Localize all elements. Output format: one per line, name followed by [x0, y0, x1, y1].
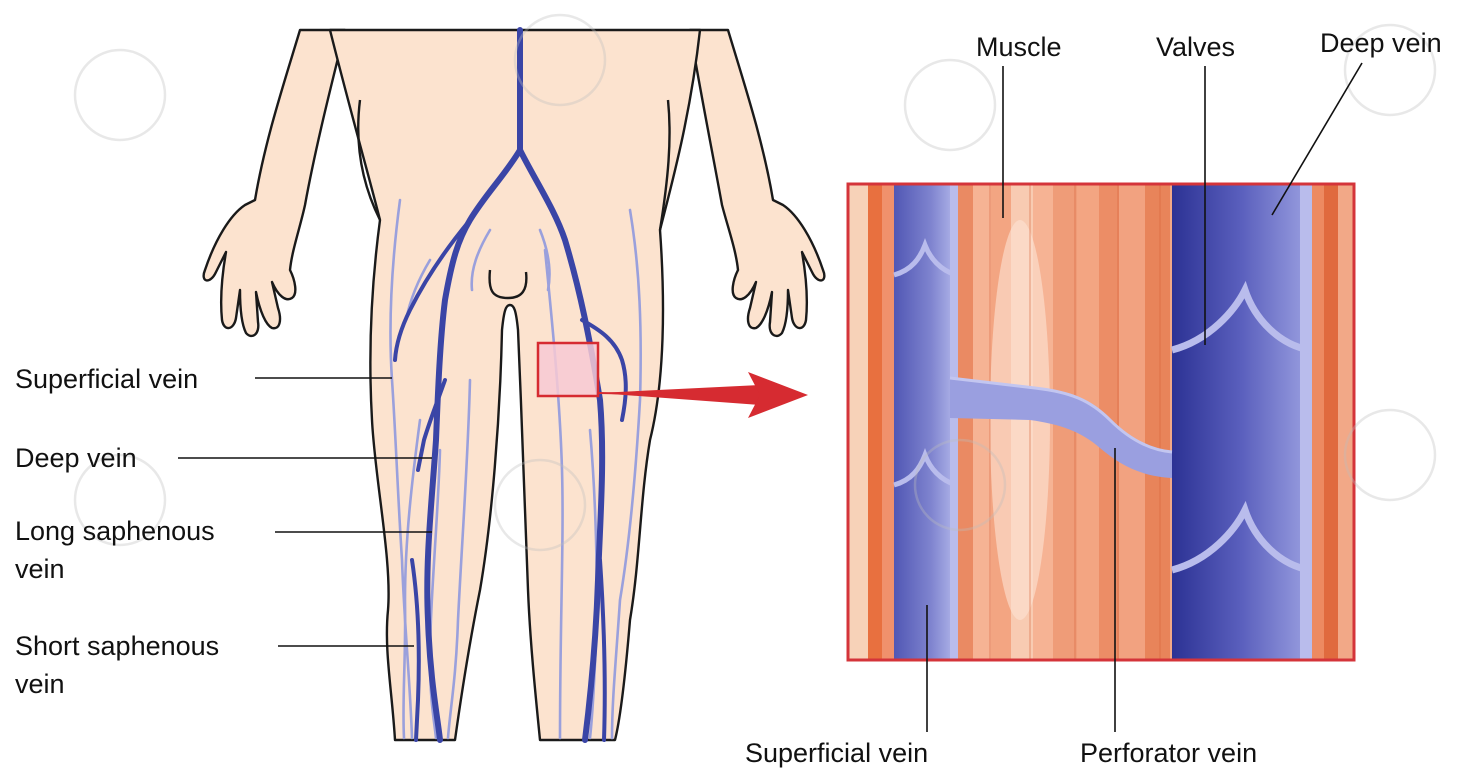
inset-superficial-vein [894, 184, 956, 660]
label-valves: Valves [1156, 32, 1235, 62]
label-short-saphenous-1: Short saphenous [15, 631, 219, 661]
left-arm [204, 30, 345, 336]
label-superficial-vein: Superficial vein [15, 364, 198, 394]
torso-and-legs [330, 30, 700, 740]
label-deep-vein: Deep vein [15, 443, 137, 473]
label-long-saphenous-1: Long saphenous [15, 516, 215, 546]
label-long-saphenous-2: vein [15, 554, 65, 584]
label-perforator-vein: Perforator vein [1080, 738, 1257, 768]
label-muscle: Muscle [976, 32, 1062, 62]
label-deep-vein-inset: Deep vein [1320, 28, 1442, 58]
body-figure [204, 30, 825, 740]
gluteal-cleft [490, 270, 527, 298]
highlight-region [538, 343, 598, 396]
right-arm [690, 30, 824, 336]
label-superficial-vein-inset: Superficial vein [745, 738, 928, 768]
label-short-saphenous-2: vein [15, 669, 65, 699]
left-labels: Superficial vein Deep vein Long saphenou… [15, 364, 432, 699]
inset-deep-vein [1172, 184, 1310, 660]
inset-detail [848, 184, 1354, 660]
